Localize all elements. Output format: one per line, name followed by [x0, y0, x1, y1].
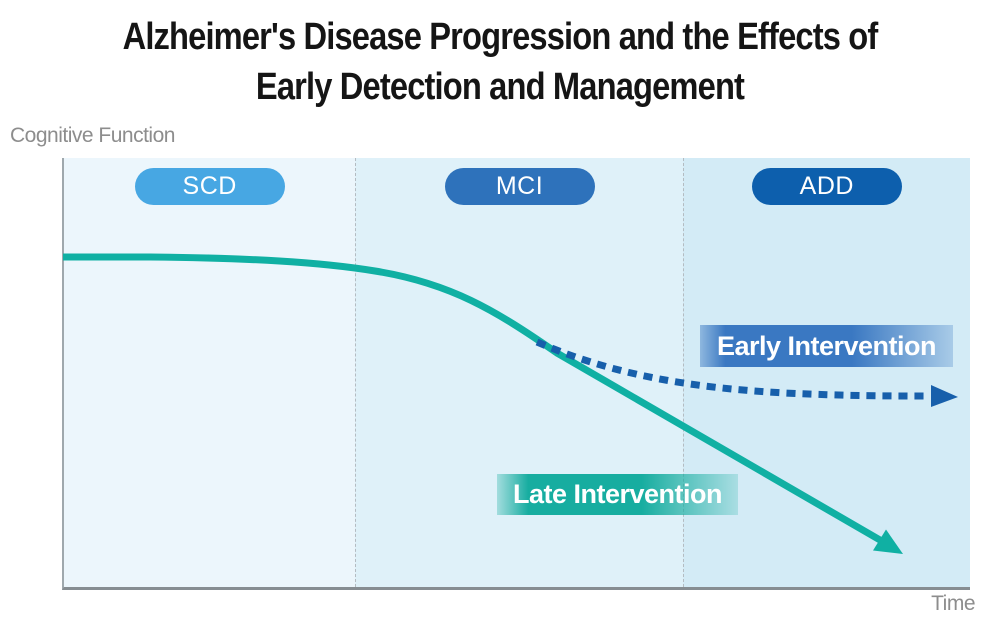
x-axis-label: Time: [931, 592, 975, 615]
early-intervention-label: Early Intervention: [700, 325, 953, 367]
late-intervention-label: Late Intervention: [497, 474, 738, 515]
stage-region-scd: SCD: [64, 158, 356, 587]
stage-region-add: ADD: [682, 158, 970, 587]
stage-badge-scd: SCD: [134, 168, 285, 205]
y-axis-label: Cognitive Function: [10, 124, 175, 147]
plot-area: SCD MCI ADD: [62, 158, 970, 590]
stage-badge-mci: MCI: [444, 168, 595, 205]
stage-badge-add: ADD: [751, 168, 902, 205]
chart-title-line-1: Alzheimer's Disease Progression and the …: [122, 16, 879, 58]
stage-region-mci: MCI: [355, 158, 683, 587]
chart-title: Alzheimer's Disease Progression and the …: [0, 12, 1000, 112]
chart-title-line-2: Early Detection and Management: [255, 66, 745, 108]
